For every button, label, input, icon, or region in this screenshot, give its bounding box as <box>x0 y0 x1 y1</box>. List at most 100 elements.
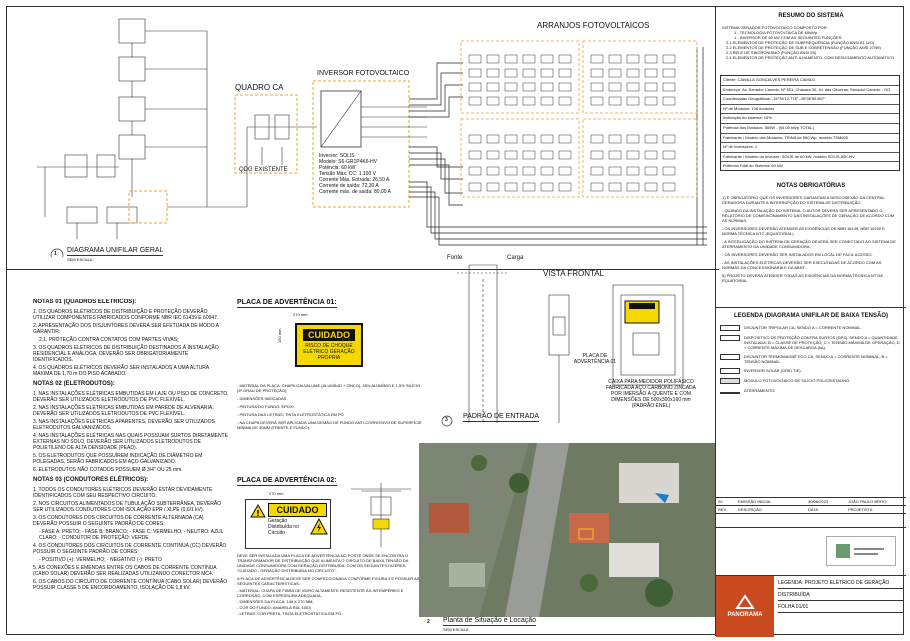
placa01-title: PLACA DE ADVERTÊNCIA 01: <box>237 299 337 308</box>
note-item: 4. OS QUADROS ELÉTRICOS DEVERÃO SER INST… <box>33 365 209 377</box>
legenda-text: DISJUNTOR TRIPOLAR CA, SENDO A = CORRENT… <box>744 325 862 330</box>
note-item: 5. AS CONEXÕES E EMENDAS ENTRE OS CABOS … <box>33 565 217 577</box>
spec-item: - NA CHAPA DEVERÁ SER APLICADA UMA DEMÃO… <box>237 420 422 430</box>
revision-table: 00 EMISSÃO INICIAL 30/06/2023 JOÃO PAULO… <box>716 497 906 514</box>
resumo-line: 2.2 ELEMENTOS DE PROTEÇÃO DE SUB E SOBRE… <box>726 45 881 50</box>
legenda-item: DISJUNTOR TERMOMAGNÉTICO CA, SENDO A = C… <box>720 354 902 364</box>
field-row: Coordenadas Geográficas: -16°39'12.778" … <box>721 95 899 105</box>
note-item: 2.1. PROTEÇÃO CONTRA CONTATOS COM PARTES… <box>39 337 179 343</box>
electric-hazard-icon <box>310 518 328 535</box>
nota-line: - OS INVERSORES DEVERÃO ATENDER AS EXIGÊ… <box>722 226 885 236</box>
spec-item: - DIMENSÕES DA PLACA: 140 X 270 MM; <box>237 599 314 604</box>
notes-column: NOTAS 01 (QUADROS ELÉTRICOS): 1. OS QUAD… <box>33 299 229 629</box>
note-item: 6. ELETRODUTOS NÃO COTADOS POSSUEM Ø 3/4… <box>33 467 183 473</box>
rev-header: DESCRIÇÃO <box>738 507 762 512</box>
padrao-entrada-drawing <box>441 264 684 427</box>
company-name: PANORAMA <box>727 612 763 618</box>
company-stamp-icon <box>836 544 884 558</box>
placa01-sign: CUIDADO RISCO DE CHOQUE ELÉTRICO GERAÇÃO… <box>295 323 363 367</box>
inverter-symbol-icon <box>720 368 740 374</box>
qdg-label: QDG EXISTENTE <box>239 167 288 173</box>
resumo-line: 2.4 ELEMENTOS DE PROTEÇÃO ANTI-ILHAMENTO… <box>726 55 894 60</box>
title-block: PANORAMA LEGENDA: PROJETO ELÉTRICO DE GE… <box>716 575 906 637</box>
notes-heading: NOTAS 01 (QUADROS ELÉTRICOS): <box>33 299 137 305</box>
field-row: Cliente: CAMILLA GONÇALVES PEREIRA CAMIL… <box>721 76 899 86</box>
diagram-number: 1 <box>54 251 57 257</box>
legenda-text: ATERRAMENTO. <box>744 388 776 393</box>
spec-line: Inversor: SOLIS <box>319 153 355 159</box>
spec-item: - PINTURA DAS LETRAS: TINTA ELETROSTÁTIC… <box>237 412 344 417</box>
spec-item: - LETRAS: COR PRETA, TINTA ELETROSTÁTICA… <box>237 611 343 616</box>
resumo-line: 1 - TECNOLOGIA FOTOVOLTAICA DE 60kWp <box>734 30 818 35</box>
rev-header: DATA <box>808 507 819 512</box>
notas-obrigatorias-list: 1) É OBRIGATÓRIO QUE OS INVERSORES GARAN… <box>722 195 900 295</box>
legenda-text: DISPOSITIVO DE PROTEÇÃO CONTRA SURTOS (D… <box>744 335 900 350</box>
legenda-title: LEGENDA (DIAGRAMA UNIFILAR DE BAIXA TENS… <box>734 313 888 319</box>
module-symbol-icon <box>720 378 740 384</box>
single-line-diagram <box>37 18 707 257</box>
legenda-item: INVERSOR SOLAR (GRID TIE). <box>720 368 902 374</box>
ground-symbol-icon <box>720 388 740 394</box>
rev-header: PROJETISTA <box>848 507 873 512</box>
field-row: Endereço: Av. Senador Canedo, Nº 651, Ch… <box>721 86 899 96</box>
placa02-sign: CUIDADO ! Geração Distribuída no Circuit… <box>245 499 331 549</box>
spec-line: Corrente de saída: 72,30 A <box>319 183 379 189</box>
resumo-line: 2.3 RELÉ DE SINCRONISMO (FUNÇÃO ANSI 25) <box>726 50 817 55</box>
spec-item: A PLACA DE ADVERTÊNCIA DEVE SER CONFECCI… <box>237 576 420 586</box>
placa02-subtext: Geração Distribuída no Circuito <box>268 518 299 536</box>
nota-line: - AS INSTALAÇÕES ELÉTRICAS DEVERÃO SER E… <box>722 260 882 270</box>
note-item: 2. NAS INSTALAÇÕES ELÉTRICAS EMBUTIDAS E… <box>33 405 214 417</box>
quadro-ca-box <box>234 94 298 174</box>
note-item: 1. NAS INSTALAÇÕES ELÉTRICAS EMBUTIDAS E… <box>33 391 229 403</box>
note-item: 2. APRESENTAÇÃO DOS DISJUNTORES DEVERÁ S… <box>33 323 219 335</box>
stamp-area <box>716 527 906 575</box>
breaker-symbol-icon <box>720 325 740 331</box>
nota-line: - QUANDO DA INSTALAÇÃO DO SISTEMA, O AUT… <box>722 208 895 223</box>
nota-line: - A INTERLIGAÇÃO DO SISTEMA DE GERAÇÃO D… <box>722 239 896 249</box>
spec-item: - COR DO FUNDO: AMARELA RAL 1003; <box>237 605 312 610</box>
placa01-width: 270 mm <box>293 312 308 317</box>
legenda-text: MÓDULO FOTOVOLTAICO DE SILÍCIO POLICRIST… <box>744 378 851 383</box>
notas-obrigatorias-title: NOTAS OBRIGATÓRIAS <box>776 183 846 189</box>
inversor-title: INVERSOR FOTOVOLTAICO <box>317 70 410 77</box>
title-block-lines: LEGENDA: PROJETO ELÉTRICO DE GERAÇÃO DIS… <box>778 580 904 613</box>
note-item: 6. OS CABOS DO CIRCUITO DE CORRENTE CONT… <box>33 579 228 591</box>
padrao-title: PADRÃO DE ENTRADA <box>463 413 540 422</box>
dps-symbol-icon <box>720 335 740 341</box>
field-row: Inclinação do sistema: 15% <box>721 114 899 124</box>
revision-header: REV. DESCRIÇÃO DATA PROJETISTA <box>716 506 906 514</box>
nota-line: 5) PROJETO DEVERÁ ATENDER TODAS AS EXIGÊ… <box>722 273 883 283</box>
spec-item: - MATERIAL: CHAPA DE FIBRA DE VIDRO ALTA… <box>237 588 404 598</box>
legenda-item: DISJUNTOR TRIPOLAR CA, SENDO A = CORRENT… <box>720 325 902 331</box>
field-row: Fabricante / Modelo dos Módulos: TRINA d… <box>721 134 899 144</box>
resumo-fields: Cliente: CAMILLA GONÇALVES PEREIRA CAMIL… <box>720 75 900 171</box>
planta-scale: SEM ESCALA <box>443 627 469 632</box>
resumo-title: RESUMO DO SISTEMA <box>778 13 844 19</box>
legenda-list: DISJUNTOR TRIPOLAR CA, SENDO A = CORRENT… <box>720 325 902 409</box>
note-item: 1. OS QUADROS ELÉTRICOS DE DISTRIBUIÇÃO … <box>33 309 219 321</box>
legenda-item: ATERRAMENTO. <box>720 388 902 394</box>
padrao-number: 3 <box>445 417 448 423</box>
spec-item: DEVE SER INSTALADA UMA PLACA DE ADVERTÊN… <box>237 553 409 573</box>
placa-advertencia-label: PLACA DE ADVERTÊNCIA 01 <box>573 353 617 365</box>
note-item: - FASE A: PRETO; - FASE B: BRANCO; - FAS… <box>39 529 224 541</box>
nota-line: 1) É OBRIGATÓRIO QUE OS INVERSORES GARAN… <box>722 195 885 205</box>
placa01-specs: - MATERIAL DA PLACA: CHAPA GALVALUME (AL… <box>237 383 423 430</box>
note-item: 2. NOS CIRCUITOS ALIMENTADOS DE TUBULAÇÃ… <box>33 501 222 513</box>
company-logo: PANORAMA <box>716 576 774 637</box>
spec-item: - MATERIAL DA PLACA: CHAPA GALVALUME (AL… <box>237 383 421 393</box>
notes-heading: NOTAS 03 (CONDUTORES ELÉTRICOS): <box>33 477 149 483</box>
note-item: 1. TODOS OS CONDUTORES ELÉTRICOS DEVERÃO… <box>33 487 213 499</box>
rev-date: 30/06/2023 <box>808 499 829 504</box>
inversor-specs: Inversor: SOLIS Modelo: S6-GR1P4K6-HV Po… <box>319 153 419 195</box>
notes-heading: NOTAS 02 (ELETRODUTOS): <box>33 381 115 387</box>
field-row: Potência dos Módulos: 560W - (54,00 kWp … <box>721 124 899 134</box>
planta-title: Planta de Situação e Locação <box>443 617 537 626</box>
field-row: Nº de Inversores: 1 <box>721 143 899 153</box>
right-panel: RESUMO DO SISTEMA SISTEMA GERADOR FOTOVO… <box>715 7 906 637</box>
diagram-title: DIAGRAMA UNIFILAR GERAL <box>67 247 164 256</box>
aerial-photo-image <box>419 443 715 617</box>
placa01-subtext: RISCO DE CHOQUE ELÉTRICO GERAÇÃO PRÓPRIA <box>303 343 355 361</box>
note-item: 3. OS CONDUTORES DOS CIRCUITOS DE CORREN… <box>33 515 204 527</box>
carga-label: Carga <box>507 255 524 261</box>
